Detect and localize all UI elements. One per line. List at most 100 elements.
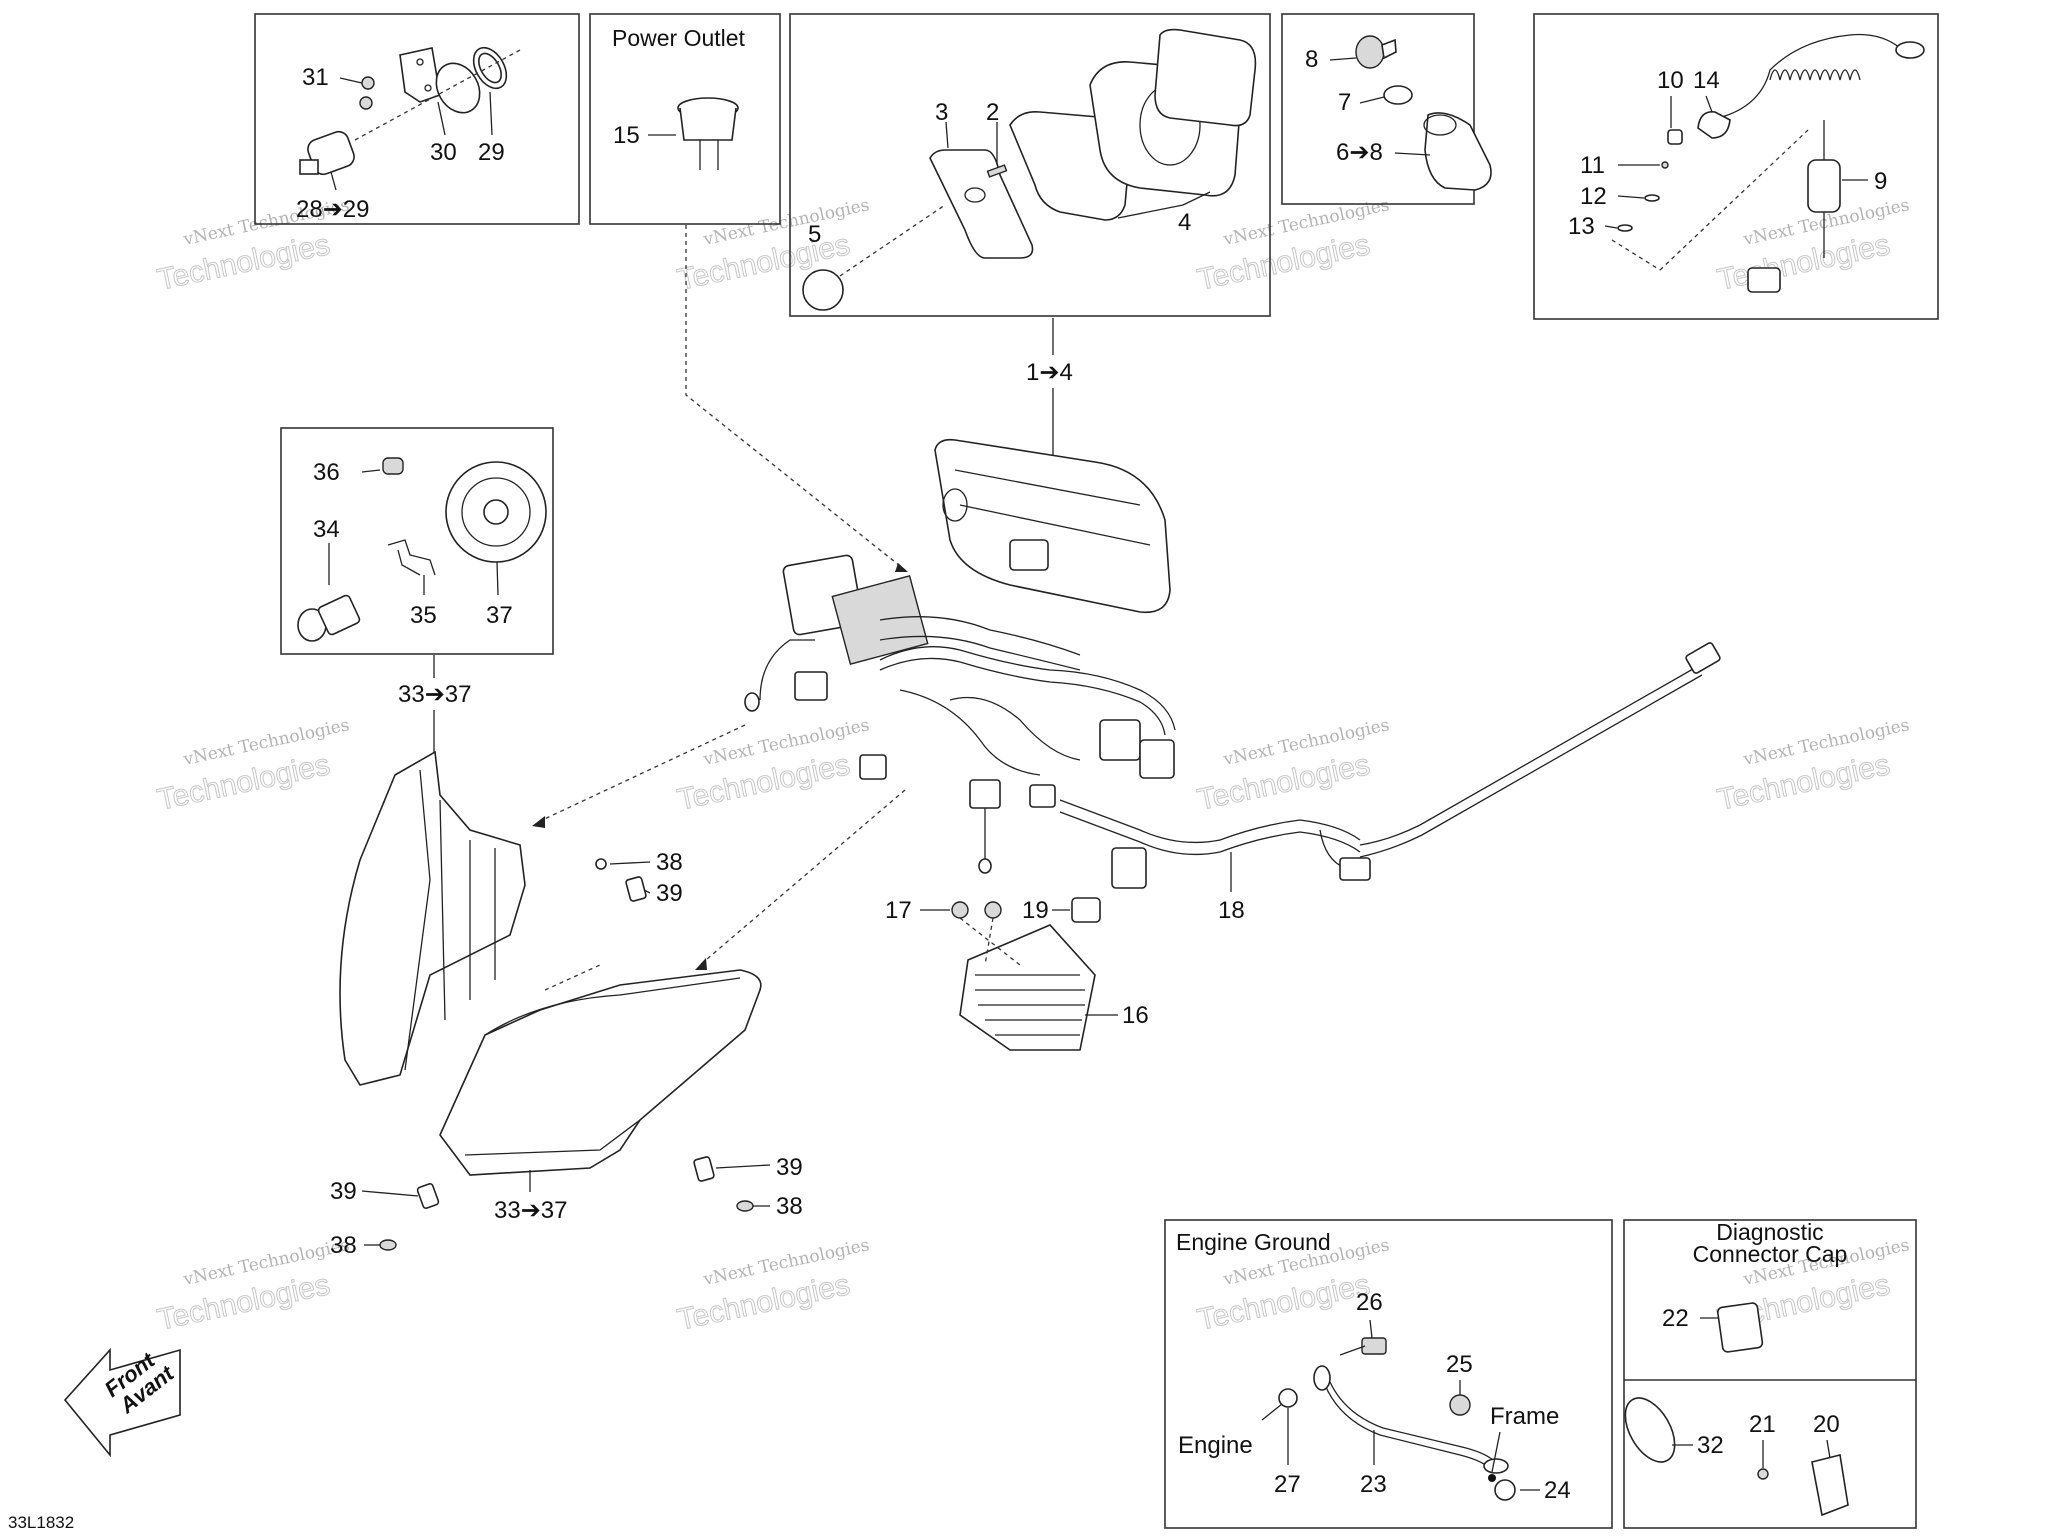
bolt-shank (1339, 1345, 1366, 1356)
gauge-cluster-assembly (934, 438, 1171, 614)
watermark-outline: Technologies (155, 228, 333, 297)
leader-line (1826, 1439, 1831, 1459)
switch-connector (1747, 267, 1781, 293)
watermark-outline: Technologies (1715, 748, 1893, 817)
callout-2: 2 (986, 99, 999, 126)
assembly-line (1611, 239, 1661, 271)
headlamp-edge (464, 1119, 641, 1156)
bezel-hole (964, 187, 986, 203)
watermark-outline: Technologies (155, 748, 333, 817)
switch-face (1423, 114, 1457, 136)
callout-33-37-bottom: 33➔37 (494, 1197, 568, 1224)
headlamp-edge (439, 799, 446, 1021)
callout-10: 10 (1657, 67, 1684, 94)
callout-23: 23 (1360, 1471, 1387, 1498)
connector-part (1139, 739, 1175, 779)
clip-nut-part (625, 876, 647, 902)
callout-25: 25 (1446, 1351, 1473, 1378)
detail-box-frame (1164, 1219, 1613, 1529)
tether-cap-part (1697, 111, 1731, 139)
nut-part (1449, 1394, 1471, 1416)
connector-cap-part (1716, 1302, 1764, 1353)
callout-12: 12 (1580, 183, 1607, 210)
headlamp-lens-part (439, 969, 762, 1176)
ring-terminal (744, 692, 760, 712)
ground-cable (1324, 1384, 1491, 1469)
regulator-part (959, 924, 1096, 1051)
tether-key-part (1667, 129, 1683, 145)
clip-part (1617, 224, 1633, 232)
bulb-base (317, 594, 361, 636)
power-outlet-body (679, 107, 737, 141)
headlamp-edge (484, 977, 741, 1036)
key-tab (1381, 38, 1397, 60)
leader-line (1705, 95, 1713, 113)
connector-part (969, 779, 1001, 809)
ring-terminal (1313, 1365, 1331, 1391)
callout-26: 26 (1356, 1289, 1383, 1316)
watermark-outline: Technologies (1195, 748, 1373, 817)
detail-box-frame (1623, 1219, 1917, 1529)
callout-18: 18 (1218, 897, 1245, 924)
detail-box-gauge: 3 2 4 5 (789, 13, 1271, 317)
callout-37: 37 (486, 602, 513, 629)
nut-part (984, 901, 1002, 919)
assembly-line (685, 225, 906, 571)
assembly-line (537, 724, 746, 823)
callout-5: 5 (808, 221, 821, 248)
front-arrow: Front Avant (63, 1347, 181, 1458)
connector-part (1099, 719, 1141, 761)
callout-29: 29 (478, 139, 505, 166)
callout-39-right: 39 (776, 1154, 803, 1181)
tether-coil (1769, 69, 1861, 81)
connector-part (1111, 847, 1147, 889)
ring-gasket-part (435, 62, 481, 114)
leader-line (1117, 204, 1184, 219)
harness-wire (759, 639, 815, 701)
bracket-part (1811, 1454, 1849, 1517)
harness-wire (879, 657, 1166, 736)
assembly-line (1659, 129, 1809, 271)
voltage-regulator-group: 17 19 16 (885, 897, 1149, 1051)
leader-line (1329, 57, 1357, 61)
connector-part (794, 671, 828, 701)
harness-wire (1059, 799, 1361, 844)
detail-box-frame (1281, 13, 1475, 205)
headlamp-right (439, 969, 762, 1176)
reflector-center (483, 499, 509, 525)
leader-line (1604, 225, 1618, 229)
leader-line (945, 121, 949, 149)
callout-22: 22 (1662, 1305, 1689, 1332)
assembly-line (544, 964, 601, 991)
callout-8: 8 (1305, 46, 1318, 73)
reflector-ring (461, 477, 531, 547)
lock-washer-part (1494, 1479, 1516, 1501)
sticker-part (802, 269, 844, 311)
watermark-outline: Technologies (675, 1268, 853, 1337)
detail-box-ignition: 8 7 6➔8 (1281, 13, 1492, 205)
harness-wire (1059, 811, 1361, 856)
socket-tab (299, 159, 319, 175)
pin-part (1661, 161, 1669, 169)
harness-wire (949, 696, 1081, 761)
connector-part (859, 754, 887, 780)
bezel-part (929, 149, 1034, 259)
ground-cable (1329, 1381, 1494, 1461)
leader-line (1394, 152, 1431, 156)
headlamp-housing-part (339, 750, 526, 1086)
callout-4: 4 (1178, 209, 1191, 236)
assembly-line (839, 204, 946, 277)
callout-19: 19 (1022, 897, 1049, 924)
frame-label: Frame (1490, 1403, 1559, 1430)
ring-terminal (978, 858, 992, 874)
callout-16: 16 (1122, 1002, 1149, 1029)
detail-box-frame (589, 13, 781, 225)
assembly-line (699, 789, 906, 966)
detail-box-frame (280, 427, 554, 655)
ring-terminal (1483, 1458, 1509, 1474)
engine-label: Engine (1178, 1432, 1253, 1459)
harness-wire (879, 616, 1081, 656)
leader-line (715, 1164, 771, 1169)
arrow-head (695, 958, 707, 970)
